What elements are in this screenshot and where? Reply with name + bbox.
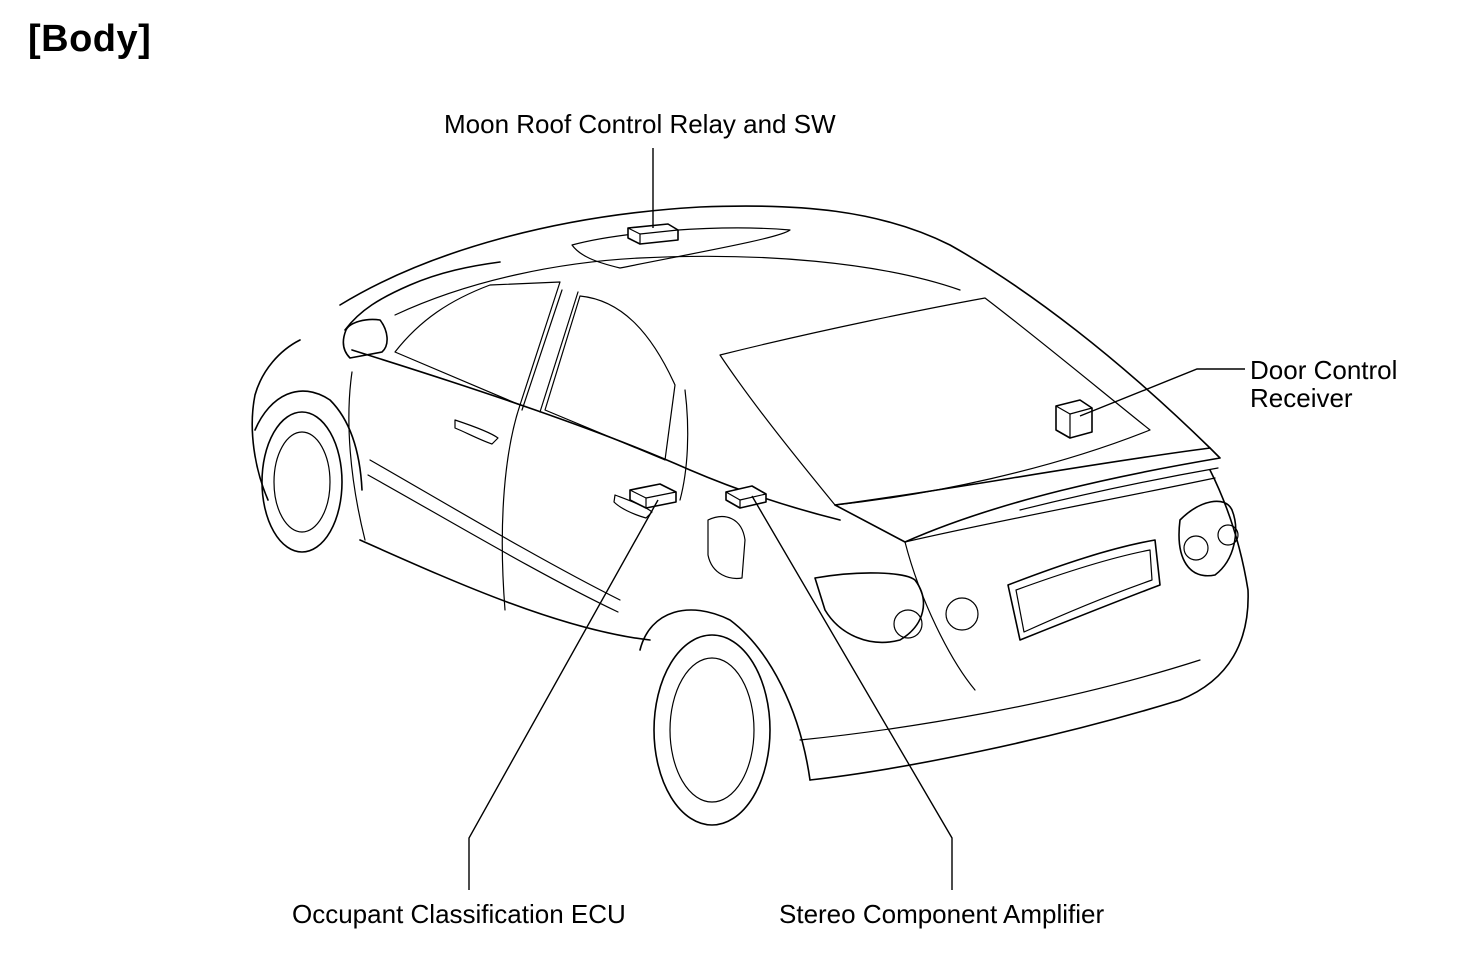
front-wheel (261, 411, 343, 553)
car-outline (251, 205, 1249, 826)
rear-wheel (653, 634, 771, 826)
stereo-amplifier-part (725, 485, 767, 509)
fuel-door (707, 516, 746, 580)
tail-light-left (814, 572, 925, 644)
leader-door-control (1079, 368, 1245, 417)
trunk-lid (834, 447, 1221, 543)
tail-light-right (1178, 500, 1237, 577)
door-control-label-line2: Receiver (1250, 383, 1353, 413)
sunroof (571, 227, 791, 269)
side-mirror (342, 318, 388, 359)
rear-side-window (544, 295, 676, 461)
leader-occupant (468, 499, 659, 890)
rear-window (719, 297, 1151, 506)
door-control-receiver-label: Door Control Receiver (1250, 356, 1397, 412)
occupant-ecu-part (629, 483, 677, 509)
spoiler (1019, 467, 1219, 511)
license-plate (1007, 539, 1161, 641)
door-control-receiver-part (1055, 399, 1093, 439)
moon-roof-relay-part (627, 223, 679, 245)
stereo-amplifier-label: Stereo Component Amplifier (779, 899, 1105, 929)
leader-stereo (751, 495, 953, 890)
occupant-ecu-label: Occupant Classification ECU (292, 899, 626, 929)
door-control-label-line1: Door Control (1250, 355, 1398, 385)
moon-roof-label: Moon Roof Control Relay and SW (444, 109, 836, 139)
front-window (394, 281, 561, 406)
section-title: [Body] (28, 18, 152, 60)
